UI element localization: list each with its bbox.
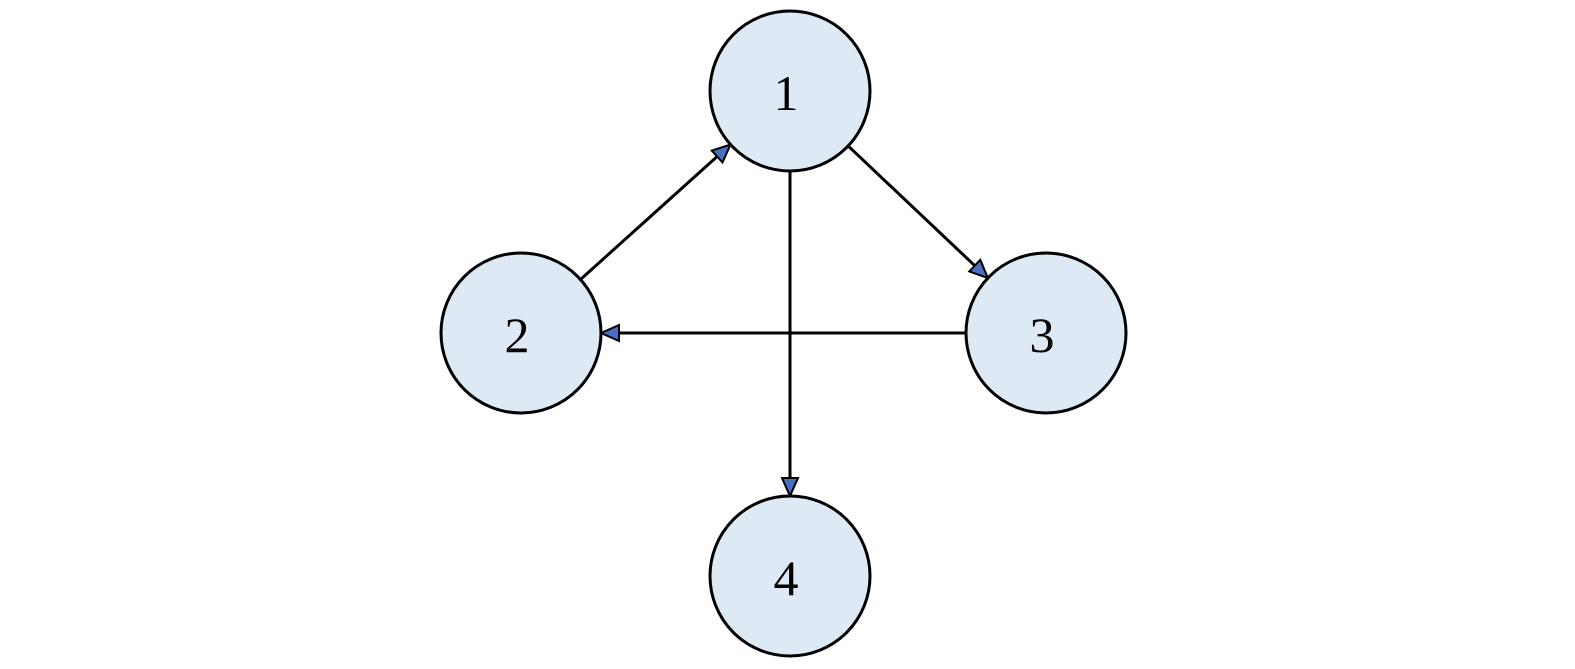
edge-line bbox=[847, 144, 976, 267]
edges-layer bbox=[579, 142, 990, 499]
node-3: 3 bbox=[964, 251, 1128, 415]
edge-1-to-3 bbox=[847, 144, 990, 280]
node-circle bbox=[964, 251, 1128, 415]
node-2: 2 bbox=[439, 251, 603, 415]
nodes-layer: 1 2 3 4 bbox=[439, 9, 1128, 658]
arrowhead-icon bbox=[780, 477, 800, 499]
arrowhead-icon bbox=[710, 142, 733, 165]
node-label: 2 bbox=[505, 307, 530, 363]
node-1: 1 bbox=[708, 9, 872, 173]
node-circle bbox=[439, 251, 603, 415]
node-label: 1 bbox=[774, 65, 799, 121]
node-label: 3 bbox=[1030, 307, 1055, 363]
arrowhead-icon bbox=[598, 323, 620, 343]
node-label: 4 bbox=[774, 550, 799, 606]
arrowhead-icon bbox=[967, 258, 990, 280]
edge-line bbox=[579, 155, 719, 281]
node-circle bbox=[708, 494, 872, 658]
edge-2-to-1 bbox=[579, 142, 733, 281]
node-circle bbox=[708, 9, 872, 173]
edge-1-to-4 bbox=[780, 171, 800, 499]
node-4: 4 bbox=[708, 494, 872, 658]
edge-3-to-2 bbox=[598, 323, 966, 343]
